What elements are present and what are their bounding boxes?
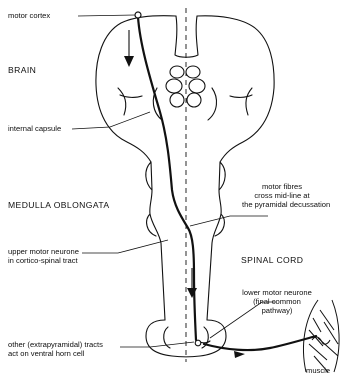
leader-motor-cortex xyxy=(78,15,135,16)
ventral-horn-cell xyxy=(195,340,201,346)
left-colliculus-upper xyxy=(166,79,182,93)
right-lateral-sulcus xyxy=(246,88,252,115)
leader-internal-capsule xyxy=(72,112,150,129)
spinal-cord-left-edge xyxy=(161,243,165,320)
label-other-tracts-line1: other (extrapyramidal) tracts xyxy=(8,340,103,349)
left-lateral-sulcus xyxy=(118,88,126,115)
label-internal-capsule: internal capsule xyxy=(8,124,61,133)
label-brain: BRAIN xyxy=(8,66,36,75)
pons-outline xyxy=(146,162,225,190)
label-upper-motor-neurone-line1: upper motor neurone xyxy=(8,247,79,256)
right-colliculus-lower xyxy=(187,93,201,107)
leader-other-tracts xyxy=(120,342,194,347)
label-other-tracts: other (extrapyramidal) tracts act on ven… xyxy=(8,340,103,358)
longitudinal-fissure xyxy=(175,16,198,57)
muscle-fibres xyxy=(309,310,338,372)
label-lower-motor-neurone-line2: (final common xyxy=(234,297,320,306)
left-mid-body xyxy=(170,66,184,78)
label-lower-motor-neurone: lower motor neurone (final common pathwa… xyxy=(234,288,320,315)
label-motor-cortex: motor cortex xyxy=(8,11,50,20)
right-mid-body xyxy=(186,66,200,78)
label-muscle: muscle xyxy=(306,366,330,375)
label-other-tracts-line2: act on ventral horn cell xyxy=(8,349,103,358)
motor-cortex-cell xyxy=(135,12,141,18)
label-motor-fibres-line3: the pyramidal decussation xyxy=(242,200,322,209)
label-upper-motor-neurone: upper motor neurone in cortico-spinal tr… xyxy=(8,247,79,265)
arrow-to-muscle xyxy=(234,351,245,358)
left-colliculus-lower xyxy=(170,93,184,107)
corticospinal-tract xyxy=(138,17,196,340)
label-motor-fibres-line2: cross mid-line at xyxy=(242,191,322,200)
leader-pyramidal-decussation xyxy=(190,216,268,226)
label-lower-motor-neurone-line1: lower motor neurone xyxy=(234,288,320,297)
spinal-cord-right-edge xyxy=(207,243,212,320)
label-medulla-oblongata: MEDULLA OBLONGATA xyxy=(8,201,110,210)
label-motor-fibres-line1: motor fibres xyxy=(242,182,322,191)
right-colliculus-upper xyxy=(189,79,205,93)
label-upper-motor-neurone-line2: in cortico-spinal tract xyxy=(8,256,79,265)
right-temporal-line xyxy=(230,95,252,97)
lower-motor-neurone xyxy=(204,336,316,350)
label-spinal-cord: SPINAL CORD xyxy=(241,256,303,265)
label-lower-motor-neurone-line3: pathway) xyxy=(234,306,320,315)
label-motor-fibres: motor fibres cross mid-line at the pyram… xyxy=(242,182,322,209)
right-thalamus-arc xyxy=(208,88,217,120)
leader-upper-motor-neurone xyxy=(82,240,168,253)
